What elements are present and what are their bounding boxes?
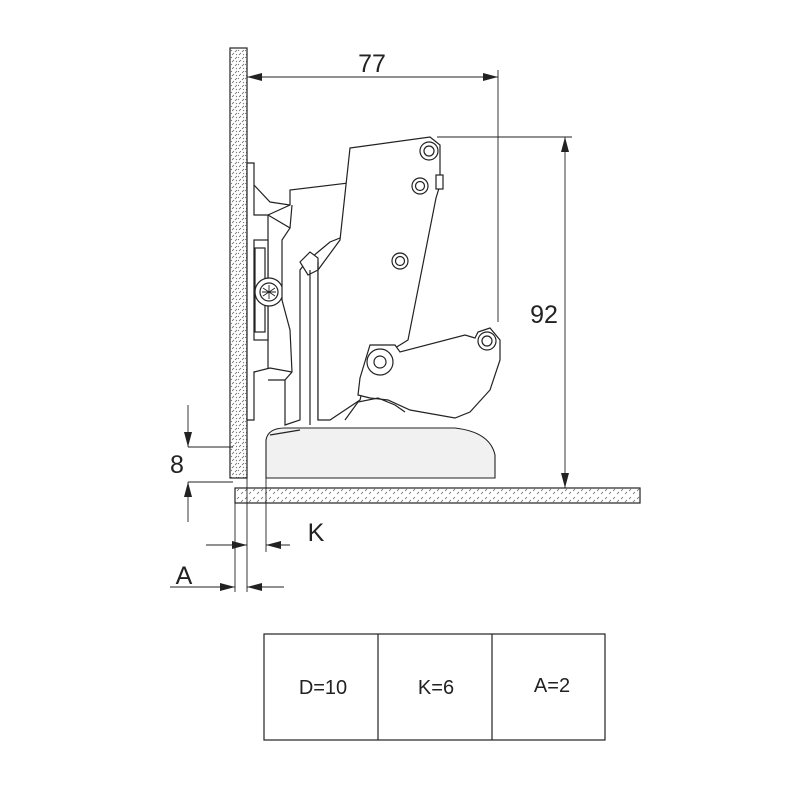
spec-table: D=10 K=6 A=2 — [263, 633, 606, 741]
dimension-8: 8 — [170, 405, 233, 522]
hinge-lever-lower — [344, 327, 501, 421]
hinge-arm — [266, 182, 349, 426]
spec-cell-a: A=2 — [534, 675, 570, 697]
hinge-cup — [265, 427, 496, 479]
dimension-92: 92 — [437, 136, 572, 488]
door-panel — [234, 487, 641, 504]
dimension-a-label: A — [176, 562, 193, 590]
dimension-77-label: 77 — [358, 50, 386, 78]
dimension-8-label: 8 — [170, 451, 184, 479]
dimension-77: 77 — [247, 50, 499, 322]
mounting-plate — [246, 162, 293, 421]
spec-table-border — [263, 633, 606, 741]
hinge-lever-upper — [317, 136, 444, 421]
dimension-92-label: 92 — [530, 301, 558, 329]
dimension-k-label: K — [308, 519, 325, 547]
cabinet-side-panel — [229, 47, 248, 479]
dimension-k: K — [206, 519, 325, 549]
spec-cell-k: K=6 — [418, 677, 454, 699]
dimension-a: A — [170, 562, 284, 591]
spec-cell-d: D=10 — [299, 677, 347, 699]
